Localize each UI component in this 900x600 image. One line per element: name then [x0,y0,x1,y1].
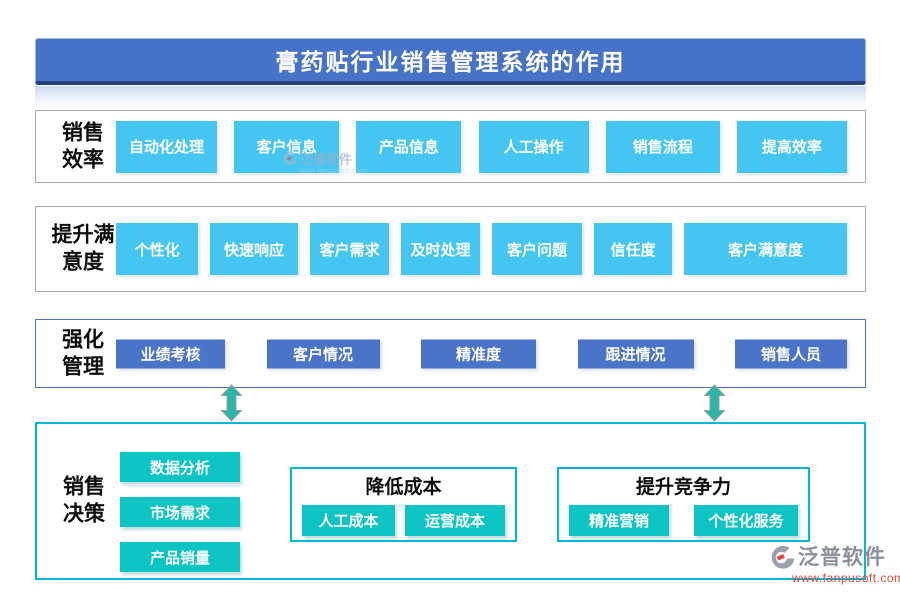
double-arrow-icon [703,384,726,422]
diagram-node-customer-needs: 客户需求 [310,223,389,275]
diagram-node-precision-marketing: 精准营销 [569,505,669,536]
double-arrow-icon [220,384,243,422]
diagram-node-product-sales: 产品销量 [120,542,240,572]
diagram-node-performance-review: 业绩考核 [116,339,225,368]
diagram-node-manual-work: 人工操作 [478,120,589,173]
diagram-node-accuracy: 精准度 [421,339,536,368]
node-row: 业绩考核 客户情况 精准度 跟进情况 销售人员 [116,339,847,368]
diagram-node-operating-cost: 运营成本 [405,505,505,536]
group-competitiveness: 提升竞争力 精准营销 个性化服务 [557,467,810,542]
diagram-node-labor-cost: 人工成本 [302,505,395,536]
diagram-node-product-info: 产品信息 [356,120,462,173]
section-sales-decision: 销售 决策 数据分析 市场需求 产品销量 降低成本 人工成本 运营成本 提升竞争… [35,422,866,580]
section-label-sales-decision: 销售 决策 [63,474,105,526]
diagram-node-personalized-service: 个性化服务 [694,505,798,536]
page-title: 膏药贴行业销售管理系统的作用 [275,49,626,75]
diagram-node-data-analysis: 数据分析 [120,452,240,482]
section-sales-efficiency: 销售 效率 自动化处理 客户信息 产品信息 人工操作 销售流程 提高效率 [35,110,866,183]
diagram-node-personalization: 个性化 [116,223,198,275]
diagram-node-sales-staff: 销售人员 [735,339,847,368]
node-row: 人工成本 运营成本 [292,505,515,536]
section-label-satisfaction: 提升满 意度 [51,222,115,274]
section-management: 强化 管理 业绩考核 客户情况 精准度 跟进情况 销售人员 [35,319,866,388]
group-title-competitiveness: 提升竞争力 [635,477,731,498]
diagram-node-sales-process: 销售流程 [605,120,720,173]
title-bar: 膏药贴行业销售管理系统的作用 [35,38,866,85]
title-reflection [35,86,866,106]
diagram-node-customer-status: 客户情况 [266,339,380,368]
node-row: 精准营销 个性化服务 [559,505,808,536]
diagram-node-fast-response: 快速响应 [210,223,298,275]
diagram-node-customer-issues: 客户问题 [492,223,582,275]
diagram-node-market-demand: 市场需求 [120,497,240,527]
diagram-node-trust: 信任度 [594,223,672,275]
diagram-node-customer-info: 客户信息 [234,120,340,173]
group-title-cost-reduction: 降低成本 [365,477,442,498]
diagram-node-boost-efficiency: 提高效率 [736,120,847,173]
section-label-sales-efficiency: 销售 效率 [62,120,104,172]
node-row: 个性化 快速响应 客户需求 及时处理 客户问题 信任度 客户满意度 [116,223,847,275]
diagram-node-timely-handling: 及时处理 [401,223,480,275]
diagram-node-customer-satisfaction: 客户满意度 [684,223,847,275]
diagram-node-follow-up: 跟进情况 [577,339,694,368]
node-row: 自动化处理 客户信息 产品信息 人工操作 销售流程 提高效率 [116,120,847,173]
section-satisfaction: 提升满 意度 个性化 快速响应 客户需求 及时处理 客户问题 信任度 客户满意度 [35,206,866,292]
section-label-management: 强化 管理 [62,327,104,379]
diagram-node-automation: 自动化处理 [116,120,217,173]
group-cost-reduction: 降低成本 人工成本 运营成本 [290,467,517,542]
